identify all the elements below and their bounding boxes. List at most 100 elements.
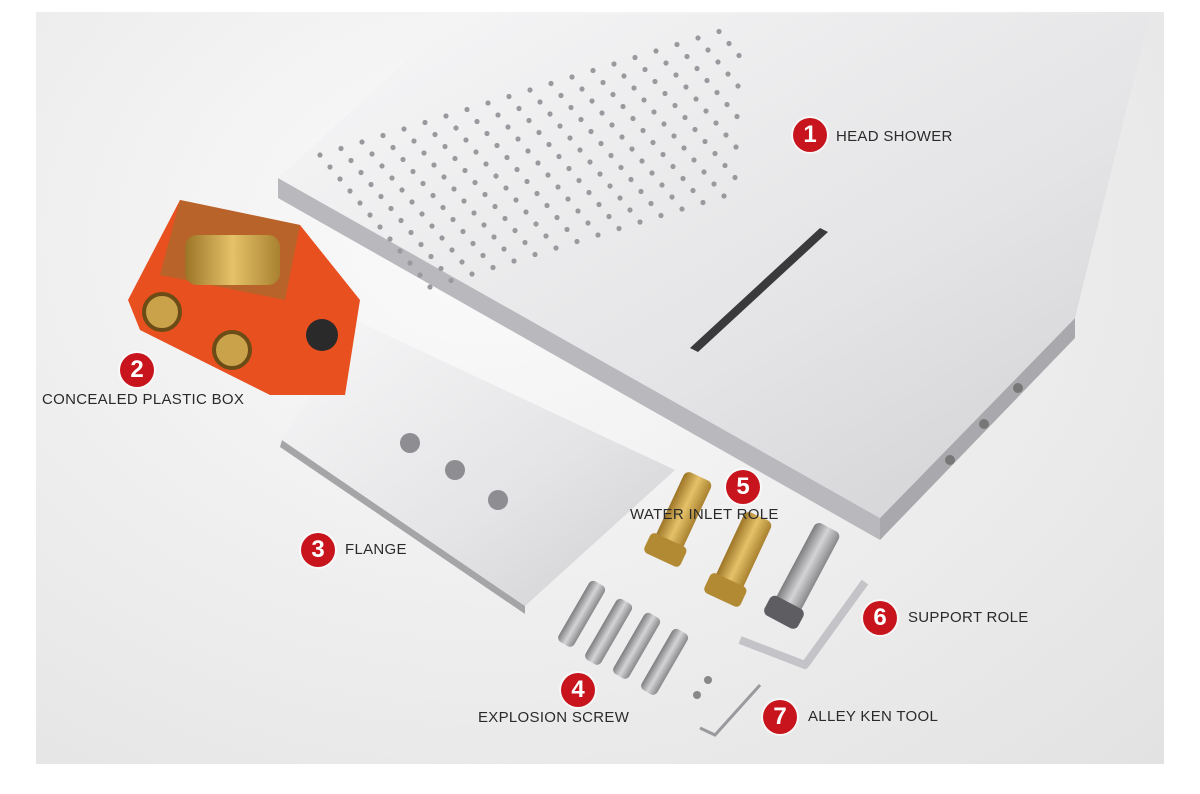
nozzle-dot <box>411 138 417 144</box>
nozzle-dot <box>724 101 730 108</box>
nozzle-dot <box>368 181 374 188</box>
nozzle-dot <box>429 223 435 229</box>
nozzle-dot <box>432 131 438 138</box>
nozzle-dot <box>723 132 729 138</box>
nozzle-dot <box>431 162 437 168</box>
nozzle-dot <box>585 220 591 226</box>
nozzle-dot <box>327 164 333 170</box>
nozzle-dot <box>725 71 731 77</box>
nozzle-dot <box>397 248 403 254</box>
part-7-label: ALLEY KEN TOOL <box>808 708 939 725</box>
nozzle-dot <box>417 272 423 278</box>
nozzle-dot <box>588 128 594 135</box>
nozzle-dot <box>652 78 658 85</box>
nozzle-dot <box>638 188 644 195</box>
nozzle-dot <box>472 179 478 186</box>
nozzle-dot <box>726 40 732 47</box>
nozzle-dot <box>632 54 638 61</box>
nozzle-dot <box>408 229 414 236</box>
nozzle-dot <box>691 157 697 163</box>
nozzle-dot <box>440 204 446 211</box>
nozzle-dot <box>558 92 564 99</box>
nozzle-dot <box>576 177 582 184</box>
nozzle-dot <box>430 192 436 199</box>
nozzle-dot <box>504 154 510 161</box>
nozzle-dot <box>609 122 615 128</box>
nozzle-dot <box>471 210 477 216</box>
nozzle-dot <box>474 118 480 125</box>
nozzle-dot <box>483 161 489 167</box>
nozzle-dot <box>672 102 678 109</box>
nozzle-dot <box>556 153 562 160</box>
nozzle-dot <box>722 162 728 169</box>
nozzle-dot <box>348 157 354 164</box>
nozzle-dot <box>513 197 519 203</box>
part-4-number-badge: 4 <box>561 673 595 707</box>
nozzle-dot <box>515 136 521 142</box>
part-3-label: FLANGE <box>345 541 407 558</box>
nozzle-dot <box>651 109 657 115</box>
nozzle-dot <box>428 253 434 260</box>
nozzle-dot <box>661 121 667 127</box>
nozzle-dot <box>701 169 707 175</box>
nozzle-dot <box>347 188 353 194</box>
nozzle-dot <box>619 134 625 140</box>
nozzle-dot <box>566 165 572 172</box>
nozzle-dot <box>532 251 538 258</box>
nozzle-dot <box>596 201 602 208</box>
nozzle-dot <box>631 85 637 91</box>
nozzle-dot <box>653 48 659 54</box>
nozzle-dot <box>669 194 675 200</box>
nozzle-dot <box>577 147 583 153</box>
nozzle-dot <box>453 125 459 131</box>
nozzle-dot <box>694 65 700 72</box>
nozzle-dot <box>733 144 739 150</box>
part-7-number-badge: 7 <box>763 700 797 734</box>
nozzle-dot <box>557 123 563 129</box>
nozzle-dot <box>379 163 385 169</box>
nozzle-dot <box>702 138 708 145</box>
nozzle-dot <box>505 124 511 130</box>
nozzle-dot <box>674 41 680 48</box>
nozzle-dot <box>527 87 533 93</box>
nozzle-dot <box>564 226 570 233</box>
nozzle-dot <box>578 116 584 123</box>
part-6-number-badge: 6 <box>863 601 897 635</box>
nozzle-dot <box>587 159 593 165</box>
nozzle-dot <box>627 207 633 213</box>
nozzle-dot <box>398 217 404 224</box>
nozzle-dot <box>590 67 596 74</box>
nozzle-dot <box>712 150 718 157</box>
part-2-number-badge: 2 <box>120 353 154 387</box>
nozzle-dot <box>495 112 501 118</box>
nozzle-dot <box>642 66 648 73</box>
nozzle-dot <box>545 172 551 178</box>
nozzle-dot <box>480 252 486 259</box>
nozzle-dot <box>639 158 645 164</box>
nozzle-dot <box>388 205 394 212</box>
nozzle-dot <box>407 260 413 266</box>
water-inlet-role-image <box>644 472 772 607</box>
nozzle-dot <box>359 139 365 145</box>
nozzle-dot <box>452 155 458 162</box>
nozzle-dot <box>420 180 426 187</box>
nozzle-dot <box>679 206 685 212</box>
nozzle-dot <box>470 240 476 247</box>
part-4-label: EXPLOSION SCREW <box>478 709 630 726</box>
nozzle-dot <box>409 199 415 205</box>
nozzle-dot <box>502 215 508 222</box>
nozzle-dot <box>460 228 466 235</box>
nozzle-dot <box>606 213 612 220</box>
nozzle-dot <box>451 186 457 192</box>
nozzle-dot <box>469 271 475 277</box>
nozzle-dot <box>553 245 559 251</box>
nozzle-dot <box>648 200 654 207</box>
nozzle-dot <box>574 238 580 245</box>
nozzle-dot <box>401 126 407 132</box>
nozzle-dot <box>703 108 709 114</box>
nozzle-dot <box>681 145 687 151</box>
nozzle-dot <box>524 178 530 185</box>
nozzle-dot <box>358 169 364 176</box>
nozzle-dot <box>608 152 614 159</box>
